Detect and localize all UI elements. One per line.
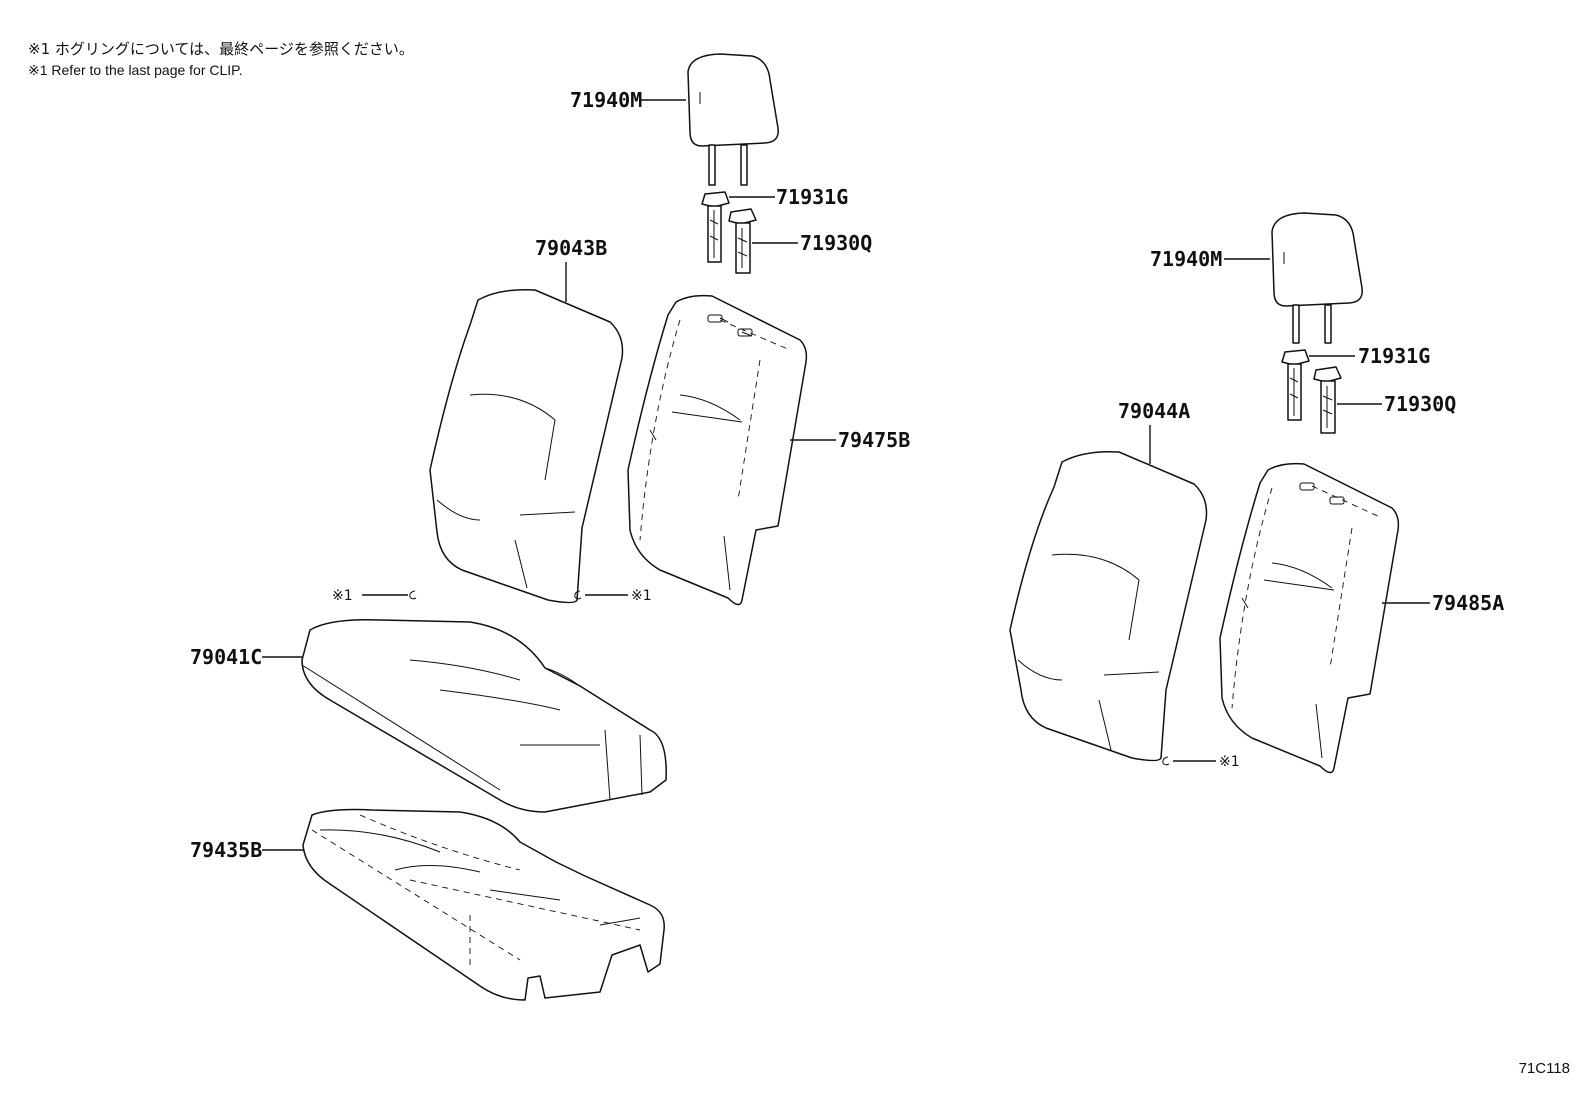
label-back-cover-left[interactable]: 79475B	[838, 428, 910, 452]
headrest-guide-left[interactable]	[728, 208, 757, 274]
headrest-guide-right[interactable]	[1313, 366, 1342, 434]
svg-text:※1: ※1	[631, 588, 652, 604]
clip-icon	[574, 590, 582, 600]
note-english: ※1 Refer to the last page for CLIP.	[28, 62, 243, 78]
headrest-support-right[interactable]	[1281, 349, 1310, 421]
seat-cover[interactable]	[302, 808, 665, 1001]
headrest-left[interactable]	[687, 53, 779, 186]
diagram-id: 71C118	[1518, 1060, 1570, 1077]
clip-icon	[409, 590, 417, 600]
seatback-cover-left[interactable]	[627, 294, 808, 606]
label-support-right[interactable]: 71931G	[1358, 344, 1430, 368]
label-back-cushion-left[interactable]: 79043B	[535, 236, 607, 260]
label-headrest-left[interactable]: 71940M	[570, 88, 642, 112]
headrest-support-left[interactable]	[701, 191, 730, 263]
label-seat-cushion[interactable]: 79041C	[190, 645, 262, 669]
headrest-right[interactable]	[1271, 212, 1363, 344]
svg-text:※1: ※1	[332, 588, 353, 604]
label-back-cushion-right[interactable]: 79044A	[1118, 399, 1190, 423]
seat-cushion[interactable]	[301, 618, 667, 813]
clip-mark-right: ※1	[1162, 754, 1240, 770]
seatback-cushion-left[interactable]	[429, 288, 624, 604]
label-back-cover-right[interactable]: 79485A	[1432, 591, 1504, 615]
seatback-cover-right[interactable]	[1219, 462, 1400, 774]
label-guide-left[interactable]: 71930Q	[800, 231, 872, 255]
seatback-cushion-right[interactable]	[1009, 450, 1208, 762]
clip-mark-left-a: ※1	[332, 588, 417, 604]
label-support-left[interactable]: 71931G	[776, 185, 848, 209]
label-guide-right[interactable]: 71930Q	[1384, 392, 1456, 416]
clip-mark-left-b: ※1	[574, 588, 652, 604]
svg-text:※1: ※1	[1219, 754, 1240, 770]
clip-icon	[1162, 756, 1170, 766]
label-headrest-right[interactable]: 71940M	[1150, 247, 1222, 271]
note-japanese: ※1 ホグリングについては、最終ページを参照ください。	[28, 40, 414, 58]
label-seat-cover[interactable]: 79435B	[190, 838, 262, 862]
